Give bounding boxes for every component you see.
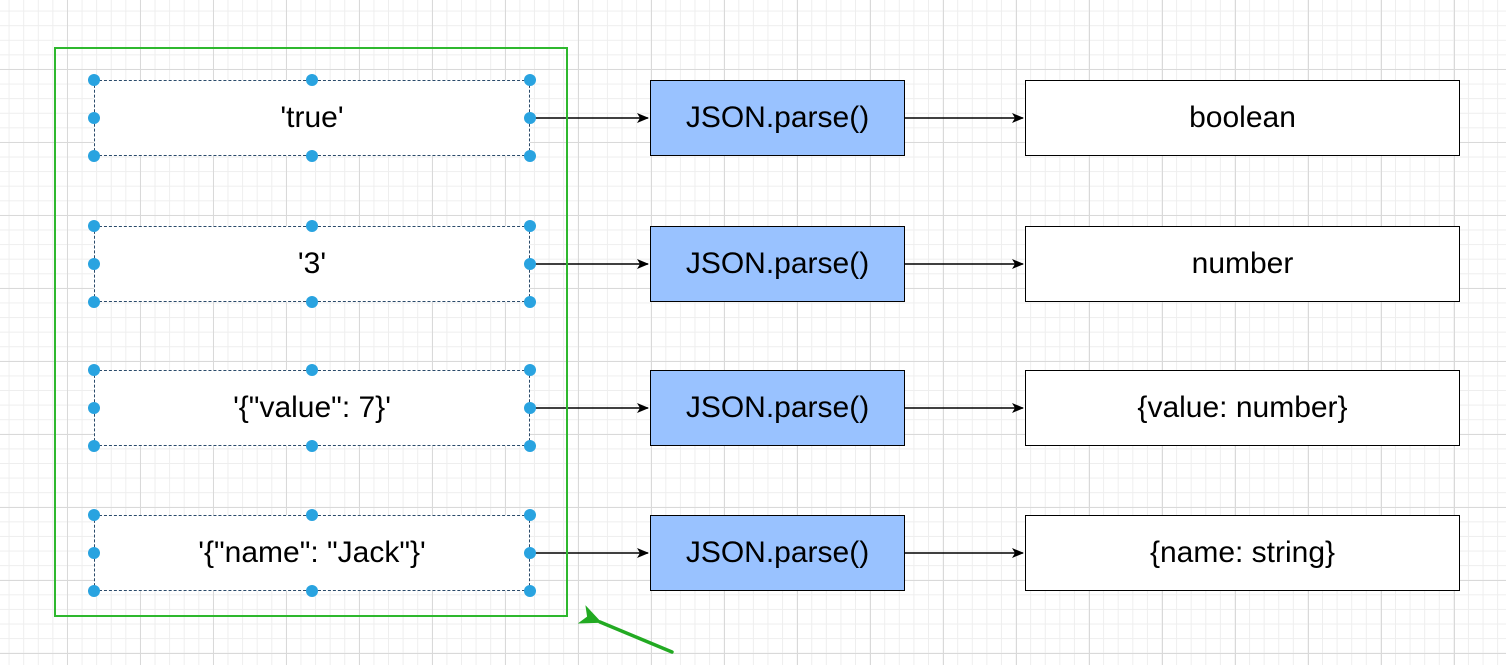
resize-handle[interactable] — [306, 509, 318, 521]
output-label-1: boolean — [1189, 101, 1296, 134]
resize-handle[interactable] — [88, 220, 100, 232]
resize-handle[interactable] — [524, 296, 536, 308]
parse-node-2[interactable]: JSON.parse() — [650, 226, 905, 302]
resize-handle[interactable] — [88, 296, 100, 308]
output-node-2[interactable]: number — [1025, 226, 1460, 302]
resize-handle[interactable] — [88, 440, 100, 452]
resize-handle[interactable] — [524, 364, 536, 376]
resize-handle[interactable] — [306, 296, 318, 308]
output-label-3: {value: number} — [1137, 391, 1348, 424]
parse-node-1[interactable]: JSON.parse() — [650, 80, 905, 156]
input-label-3: '{"value": 7}' — [233, 391, 391, 424]
resize-handle[interactable] — [88, 74, 100, 86]
parse-node-4[interactable]: JSON.parse() — [650, 515, 905, 591]
output-label-4: {name: string} — [1149, 536, 1336, 569]
resize-handle[interactable] — [88, 402, 100, 414]
resize-handle[interactable] — [88, 547, 100, 559]
input-node-3[interactable]: '{"value": 7}' — [94, 370, 530, 446]
parse-label-1: JSON.parse() — [685, 101, 870, 134]
parse-label-2: JSON.parse() — [685, 247, 870, 280]
resize-handle[interactable] — [88, 112, 100, 124]
resize-handle[interactable] — [88, 364, 100, 376]
resize-handle[interactable] — [306, 364, 318, 376]
resize-handle[interactable] — [306, 585, 318, 597]
resize-handle[interactable] — [524, 402, 536, 414]
resize-handle[interactable] — [88, 585, 100, 597]
resize-handle[interactable] — [524, 585, 536, 597]
resize-handle[interactable] — [524, 220, 536, 232]
resize-handle[interactable] — [524, 440, 536, 452]
resize-handle[interactable] — [524, 150, 536, 162]
input-label-2: '3' — [297, 247, 327, 280]
output-node-1[interactable]: boolean — [1025, 80, 1460, 156]
resize-handle[interactable] — [306, 220, 318, 232]
resize-handle[interactable] — [88, 150, 100, 162]
resize-handle[interactable] — [306, 74, 318, 86]
resize-handle[interactable] — [88, 258, 100, 270]
resize-handle[interactable] — [306, 150, 318, 162]
input-label-4: '{"name": "Jack"}' — [198, 536, 426, 569]
parse-label-3: JSON.parse() — [685, 391, 870, 424]
resize-handle[interactable] — [88, 509, 100, 521]
resize-handle[interactable] — [524, 509, 536, 521]
input-node-1[interactable]: 'true' — [94, 80, 530, 156]
input-node-4[interactable]: '{"name": "Jack"}' — [94, 515, 530, 591]
parse-label-4: JSON.parse() — [685, 536, 870, 569]
input-node-2[interactable]: '3' — [94, 226, 530, 302]
resize-handle[interactable] — [306, 440, 318, 452]
output-node-4[interactable]: {name: string} — [1025, 515, 1460, 591]
resize-handle[interactable] — [524, 258, 536, 270]
resize-handle[interactable] — [524, 547, 536, 559]
parse-node-3[interactable]: JSON.parse() — [650, 370, 905, 446]
green-arrow-icon — [577, 605, 674, 654]
output-label-2: number — [1191, 247, 1294, 280]
resize-handle[interactable] — [524, 112, 536, 124]
resize-handle[interactable] — [524, 74, 536, 86]
selection-group-frame[interactable] — [54, 47, 568, 617]
input-label-1: 'true' — [280, 101, 344, 134]
output-node-3[interactable]: {value: number} — [1025, 370, 1460, 446]
